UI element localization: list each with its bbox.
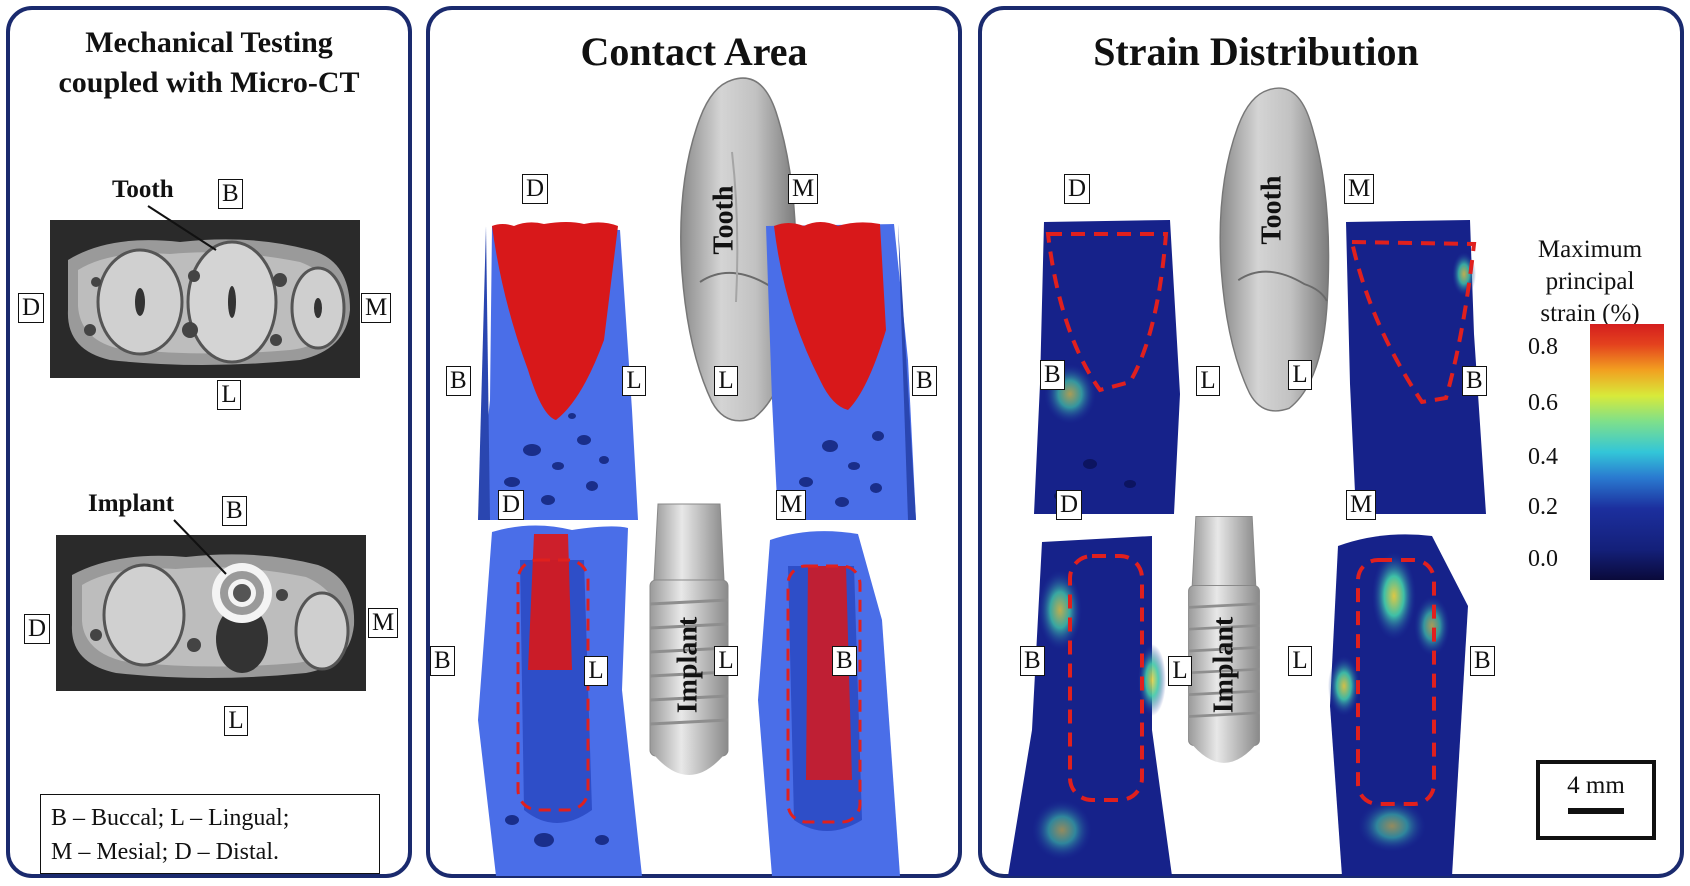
- colorbar-title-line3: strain (%): [1540, 300, 1640, 327]
- orient-label-d: D: [1064, 174, 1091, 204]
- strain-bone-implant-distal: [1008, 536, 1172, 876]
- orient-label-d: D: [18, 293, 45, 323]
- strain-bone-implant-mesial: [1328, 534, 1468, 876]
- orient-label-l: L: [714, 646, 738, 676]
- tooth-label-text: Tooth: [708, 185, 739, 254]
- colorbar-title-line1: Maximum: [1537, 236, 1643, 263]
- strain-bone-tooth-distal: [1034, 220, 1180, 514]
- colorbar-tick: 0.6: [1528, 390, 1558, 416]
- contact-bone-tooth-mesial: [766, 222, 916, 520]
- implant-model: [649, 503, 729, 775]
- orient-label-d: D: [1056, 490, 1083, 520]
- orientation-legend: B – Buccal; L – Lingual; M – Mesial; D –…: [40, 794, 380, 874]
- colorbar-tick: 0.2: [1528, 494, 1558, 520]
- orient-label-b: B: [1470, 646, 1495, 676]
- colorbar-tick: 0.0: [1528, 546, 1558, 572]
- scale-bar: 4 mm: [1536, 760, 1656, 840]
- tooth-model-label: Tooth: [708, 185, 739, 254]
- orient-label-l: L: [217, 380, 241, 410]
- legend-line2: M – Mesial; D – Distal.: [51, 839, 279, 865]
- svg-text:Tooth: Tooth: [1256, 175, 1287, 244]
- orient-label-d: D: [522, 174, 549, 204]
- legend-line1: B – Buccal; L – Lingual;: [51, 805, 290, 831]
- orient-label-b: B: [912, 366, 937, 396]
- tooth-model: [1219, 87, 1330, 412]
- orient-label-l: L: [622, 366, 646, 396]
- orient-label-m: M: [788, 174, 819, 204]
- colorbar-title: Maximum principal strain (%): [1502, 234, 1678, 330]
- contact-area-panel: Contact Area Tooth D B L M L B: [426, 6, 962, 878]
- implant-model: [1188, 515, 1260, 763]
- orient-label-m: M: [361, 293, 392, 323]
- orient-label-b: B: [1462, 366, 1487, 396]
- panel-title: Strain Distribution: [1093, 29, 1419, 74]
- orient-label-m: M: [368, 608, 399, 638]
- tooth-callout-label: Tooth: [112, 176, 174, 203]
- orient-label-l: L: [1288, 360, 1312, 390]
- implant-label-text: Implant: [672, 616, 703, 713]
- panel-title: Contact Area: [580, 29, 808, 74]
- orient-label-b: B: [222, 496, 247, 526]
- orient-label-l: L: [1168, 656, 1192, 686]
- svg-text:Implant: Implant: [1208, 616, 1239, 713]
- colorbar: [1590, 324, 1664, 580]
- tooth-model: [680, 77, 797, 422]
- tooth-callout-line: [147, 205, 217, 251]
- implant-callout-line: [173, 519, 227, 575]
- orient-label-m: M: [1346, 490, 1377, 520]
- scale-bar-line: [1568, 808, 1624, 814]
- orient-label-d: D: [24, 614, 51, 644]
- implant-model-label: Implant: [672, 616, 703, 713]
- contact-bone-implant-mesial: [758, 531, 900, 876]
- orient-label-l: L: [584, 656, 608, 686]
- microct-tooth-slice: [50, 220, 360, 378]
- strain-bone-tooth-mesial: [1346, 220, 1486, 514]
- orient-label-b: B: [1040, 360, 1065, 390]
- colorbar-title-line2: principal: [1545, 268, 1635, 295]
- colorbar-tick: 0.4: [1528, 444, 1558, 470]
- orient-label-l: L: [224, 706, 248, 736]
- orient-label-l: L: [714, 366, 738, 396]
- tooth-model-label: Tooth: [1256, 175, 1287, 244]
- colorbar-tick: 0.8: [1528, 334, 1558, 360]
- orient-label-m: M: [776, 490, 807, 520]
- microct-panel: Mechanical Testing coupled with Micro-CT…: [6, 6, 412, 878]
- orient-label-b: B: [446, 366, 471, 396]
- orient-label-b: B: [1020, 646, 1045, 676]
- orient-label-m: M: [1344, 174, 1375, 204]
- strain-distribution-panel: Strain Distribution Tooth D B L M L B Im: [978, 6, 1684, 878]
- panel-title-line2: coupled with Micro-CT: [58, 66, 360, 99]
- scale-bar-label: 4 mm: [1567, 772, 1625, 799]
- orient-label-b: B: [218, 179, 243, 209]
- panel-title-line1: Mechanical Testing: [85, 26, 333, 59]
- microct-implant-slice: [56, 535, 366, 691]
- implant-callout-label: Implant: [88, 490, 175, 517]
- contact-bone-tooth-distal: [478, 222, 638, 520]
- orient-label-b: B: [832, 646, 857, 676]
- orient-label-l: L: [1196, 366, 1220, 396]
- orient-label-b: B: [430, 646, 455, 676]
- orient-label-l: L: [1288, 646, 1312, 676]
- contact-bone-implant-distal: [478, 525, 642, 876]
- orient-label-d: D: [498, 490, 525, 520]
- implant-model-label: Implant: [1208, 616, 1239, 713]
